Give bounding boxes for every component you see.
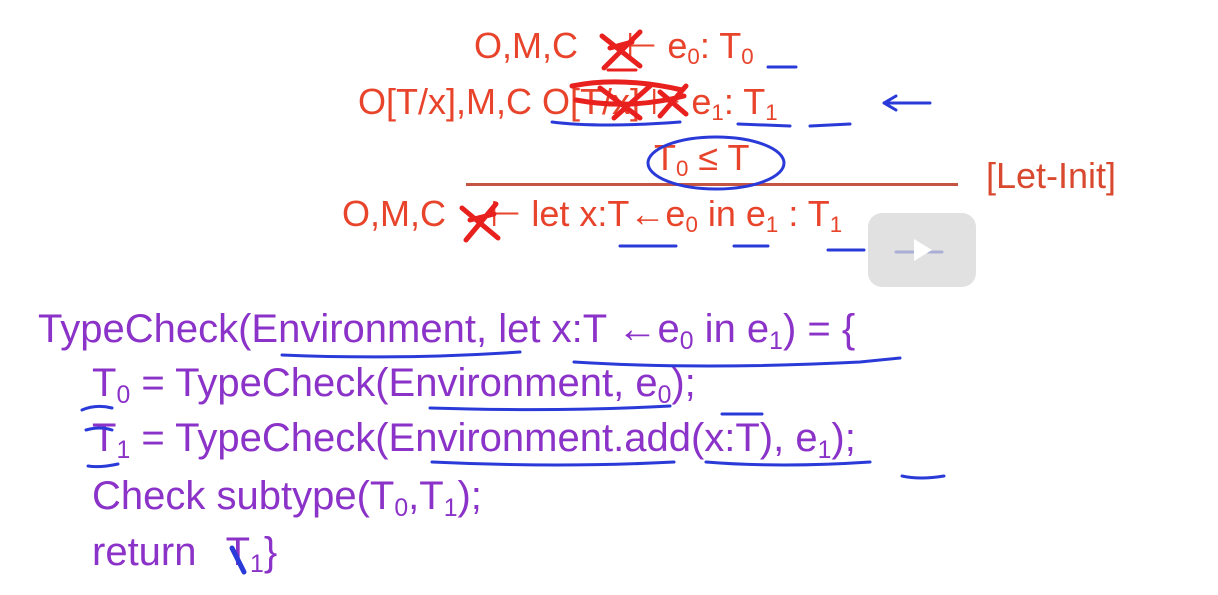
rule-name: [Let-Init] — [986, 155, 1117, 196]
premise-2-type: T — [743, 81, 766, 122]
code-line-1: TypeCheck(Environment, let x:T ←e0 in e1… — [38, 307, 856, 355]
premise-2-context: O[T/x],M,C — [358, 81, 542, 122]
play-icon — [914, 239, 932, 261]
premise-2: O[T/x],M,C O[T/x] ⊢ e1: T1 — [358, 81, 778, 126]
premise-1-context: O,M,C — [474, 25, 588, 66]
turnstile: ⊢ — [626, 25, 658, 66]
code-line-5: return T1} — [92, 530, 278, 578]
play-button[interactable] — [868, 213, 976, 287]
premise-1-type: T — [719, 25, 742, 66]
premise-1-expr: e — [667, 25, 688, 66]
inference-line — [466, 183, 958, 186]
code-line-4: Check subtype(T0,T1); — [92, 474, 482, 522]
conclusion-context: O,M,C — [342, 193, 456, 234]
premise-1: O,M,C ⊢ e0: T0 — [474, 25, 754, 70]
premise-2-expr: e — [691, 81, 712, 122]
premise-3: T0 ≤ T — [654, 137, 750, 182]
code-line-3: T1 = TypeCheck(Environment.add(x:T), e1)… — [92, 416, 856, 464]
code-line-2: T0 = TypeCheck(Environment, e0); — [92, 361, 696, 409]
struck-context-2: O[T/x] — [542, 81, 640, 122]
conclusion: O,M,C ⊢ let x:T←e0 in e1 : T1 — [342, 193, 843, 238]
turnstile: ⊢ — [490, 193, 522, 234]
turnstile: ⊢ — [650, 81, 682, 122]
